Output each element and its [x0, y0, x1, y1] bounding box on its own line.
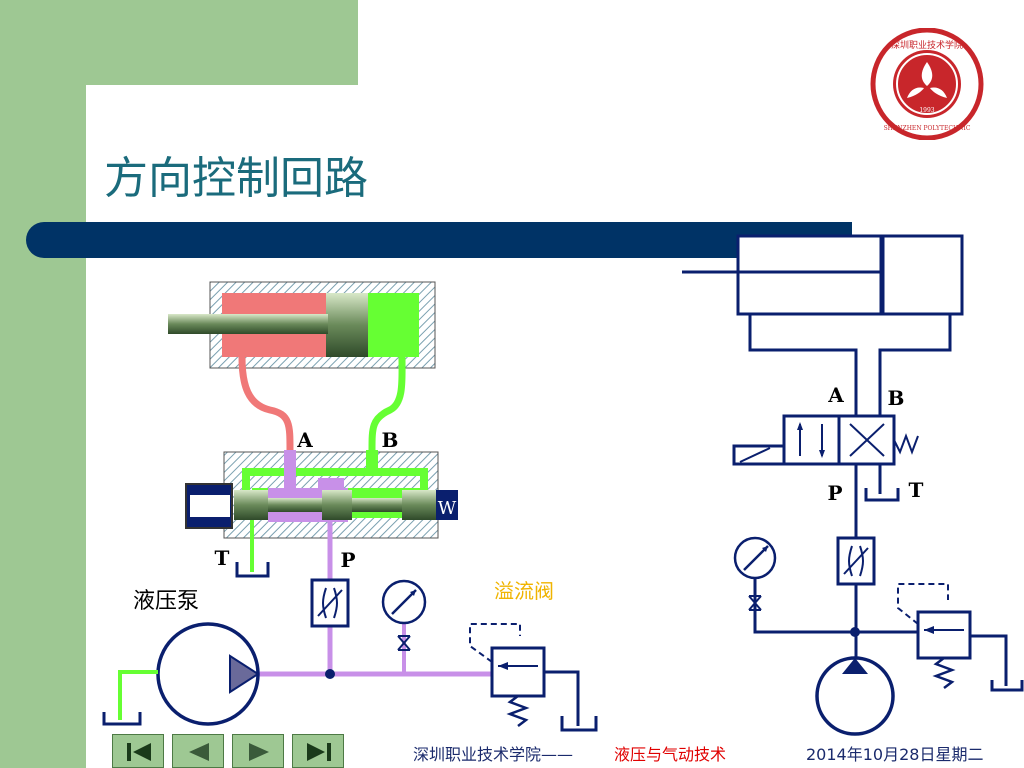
relief-valve-label: 溢流阀 — [494, 579, 554, 603]
throttle-valve-left — [310, 578, 350, 628]
last-slide-button[interactable] — [292, 734, 344, 768]
cyl-port-a-label: A — [827, 383, 844, 407]
hose-b — [368, 356, 406, 451]
valve-port-b-label: B — [382, 428, 399, 452]
valve-port-p-right-label: P — [827, 481, 842, 505]
cyl-port-b-label: B — [888, 386, 905, 410]
footer-date: 2014年10月28日星期二 — [806, 745, 984, 764]
valve-spring-symbol: W — [438, 498, 457, 519]
pressure-gauge-left — [381, 579, 427, 651]
valve-port-a-label: A — [296, 428, 313, 452]
page-title: 方向控制回路 — [104, 153, 368, 204]
pressure-gauge-right — [733, 536, 918, 637]
pump-left — [102, 622, 260, 726]
valve-port-t-label: T — [215, 546, 230, 570]
throttle-valve-right — [836, 536, 876, 586]
cylinder-pictorial — [168, 281, 436, 369]
footer-course: 液压与气动技术 — [614, 745, 727, 764]
title-underline-bar — [26, 222, 852, 258]
cylinder-symbol — [682, 234, 964, 416]
first-slide-icon — [127, 743, 151, 761]
green-sidebar — [0, 0, 86, 768]
logo-year: 1993 — [919, 107, 934, 114]
relief-valve-right — [897, 583, 1024, 692]
logo-text-bottom: SHENZHEN POLYTECHNIC — [884, 125, 971, 132]
valve-port-p-label: P — [340, 548, 355, 572]
green-header-block — [0, 0, 358, 85]
previous-slide-icon — [189, 743, 209, 761]
first-slide-button[interactable] — [112, 734, 164, 768]
last-slide-icon — [307, 743, 331, 761]
pump-label: 液压泵 — [133, 589, 199, 614]
hose-a — [238, 356, 294, 451]
logo-text-top: 深圳职业技术学院 — [891, 39, 963, 51]
relief-valve-left — [469, 623, 598, 732]
valve-port-t-right-label: T — [909, 478, 924, 502]
next-slide-icon — [249, 743, 269, 761]
directional-valve-pictorial — [185, 450, 458, 539]
pump-symbol-right — [815, 656, 895, 736]
school-logo: 深圳职业技术学院 1993 SHENZHEN POLYTECHNIC — [870, 28, 984, 140]
previous-slide-button[interactable] — [172, 734, 224, 768]
footer-school: 深圳职业技术学院—— — [413, 745, 574, 764]
next-slide-button[interactable] — [232, 734, 284, 768]
